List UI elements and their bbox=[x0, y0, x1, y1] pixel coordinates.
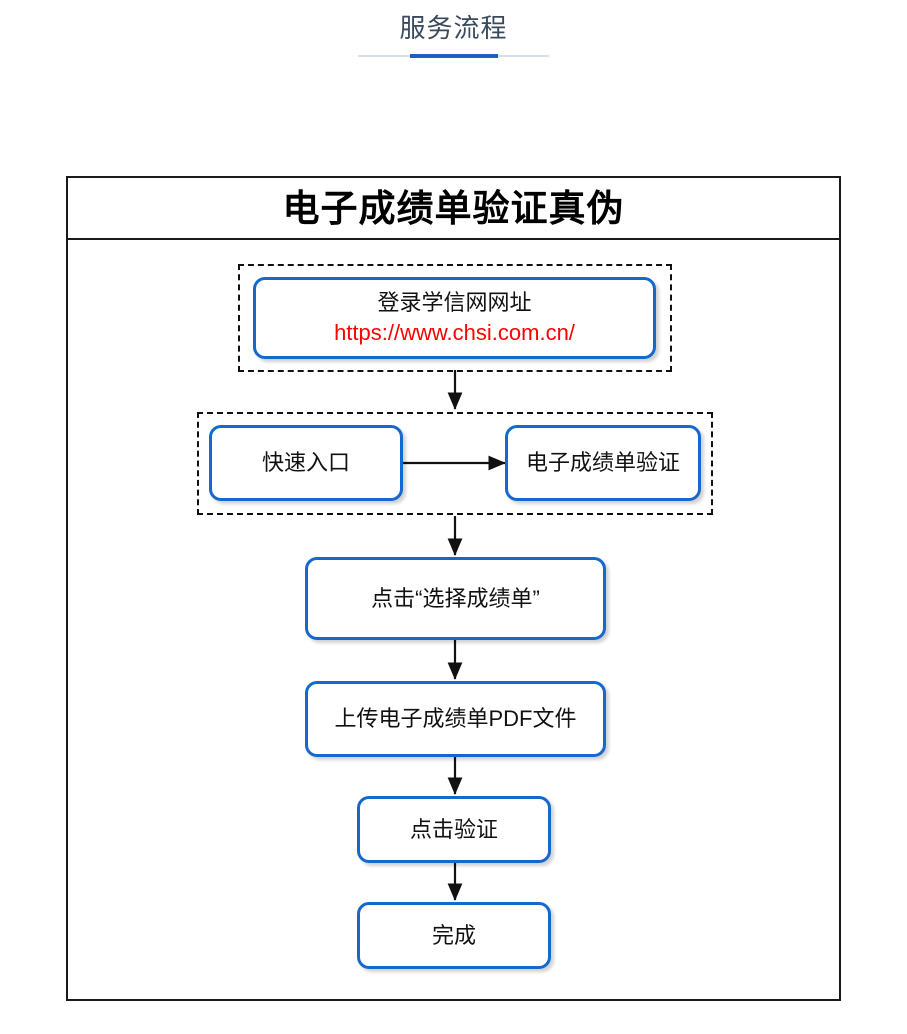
node-click-verify[interactable]: 点击验证 bbox=[357, 796, 551, 863]
node-upload-pdf[interactable]: 上传电子成绩单PDF文件 bbox=[305, 681, 606, 757]
node-login[interactable]: 登录学信网网址 https://www.chsi.com.cn/ bbox=[253, 277, 656, 359]
node-verify-entry-label: 电子成绩单验证 bbox=[525, 450, 680, 475]
node-click-verify-label: 点击验证 bbox=[409, 816, 498, 842]
dashed-group-login bbox=[238, 264, 672, 372]
flowchart-title: 电子成绩单验证真伪 bbox=[68, 178, 839, 240]
page-header: 服务流程 bbox=[0, 0, 907, 70]
header-divider-accent bbox=[410, 54, 498, 58]
node-login-title: 登录学信网网址 bbox=[377, 290, 532, 315]
node-select-report[interactable]: 点击“选择成绩单” bbox=[305, 557, 606, 640]
node-verify-entry[interactable]: 电子成绩单验证 bbox=[505, 425, 701, 501]
flowchart-card: 电子成绩单验证真伪 登录学信网网址 https://www.chsi.com.c… bbox=[66, 176, 841, 1001]
node-quick-entry-label: 快速入口 bbox=[261, 450, 350, 475]
page-title: 服务流程 bbox=[399, 13, 508, 43]
node-done[interactable]: 完成 bbox=[357, 902, 551, 969]
dashed-group-entry bbox=[197, 412, 713, 515]
node-done-label: 完成 bbox=[431, 922, 476, 948]
node-select-report-label: 点击“选择成绩单” bbox=[371, 585, 540, 611]
node-quick-entry[interactable]: 快速入口 bbox=[209, 425, 403, 501]
node-login-url[interactable]: https://www.chsi.com.cn/ bbox=[334, 320, 575, 345]
node-upload-pdf-label: 上传电子成绩单PDF文件 bbox=[334, 706, 577, 731]
